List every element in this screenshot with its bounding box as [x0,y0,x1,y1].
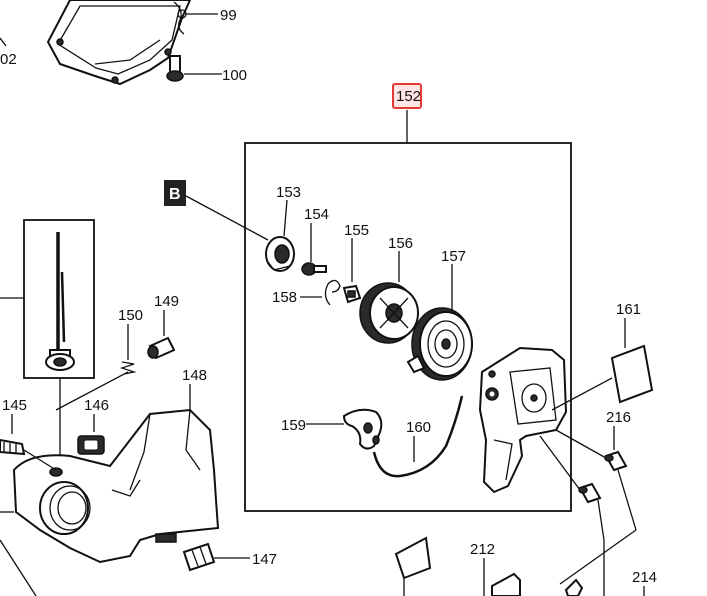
part-clip-158[interactable] [324,279,341,306]
part-fuel-tank-148[interactable] [12,408,220,564]
callout-156[interactable]: 156 [388,235,413,252]
part-bushing-lower[interactable] [578,482,602,504]
part-grommet-146[interactable] [77,435,105,455]
callout-158[interactable]: 158 [272,289,297,306]
leader-145-b [23,449,57,471]
callout-153[interactable]: 153 [276,184,301,201]
callout-159[interactable]: 159 [281,417,306,434]
starter-assembly-frame [244,142,572,512]
leader-tank-bottom [0,539,37,596]
part-fuel-filter-box[interactable] [23,219,95,379]
callout-150[interactable]: 150 [118,307,143,324]
callout-149[interactable]: 149 [154,293,179,310]
callout-146[interactable]: 146 [84,397,109,414]
callout-161[interactable]: 161 [616,301,641,318]
callout-02[interactable]: 02 [0,51,17,68]
leader-b [185,195,269,241]
callout-148[interactable]: 148 [182,367,207,384]
part-recoil-spring-157[interactable] [406,307,473,381]
part-handle-159[interactable] [342,408,383,450]
callout-212[interactable]: 212 [470,541,495,558]
part-gasket-99[interactable] [173,1,185,35]
leader-216-a [555,429,607,459]
part-spring-150[interactable] [119,361,137,375]
part-bushing-216[interactable] [604,450,628,472]
part-plate[interactable] [394,536,432,580]
leader-150-b [55,371,129,411]
part-screw-154[interactable] [301,262,327,276]
leader-161-b [551,377,613,411]
part-spring-155[interactable] [342,284,362,304]
callout-147[interactable]: 147 [252,551,277,568]
part-valve-145[interactable] [0,438,26,456]
leader-216-d [559,529,637,585]
part-grommet-149[interactable] [147,336,176,360]
callout-154[interactable]: 154 [304,206,329,223]
part-clip-214[interactable] [564,578,584,596]
leader-153 [283,199,288,237]
part-filter-161[interactable] [610,344,654,404]
part-screw-100[interactable] [166,55,184,82]
callout-99[interactable]: 99 [220,7,237,24]
part-rope-160[interactable] [372,395,464,478]
callout-152[interactable]: 152 [396,88,421,105]
leader-216-e [597,499,605,541]
part-starter-housing[interactable] [478,346,568,494]
callout-100[interactable]: 100 [222,67,247,84]
callout-160[interactable]: 160 [406,419,431,436]
part-housing-cover[interactable] [46,0,192,86]
part-ratchet-153[interactable] [265,236,295,272]
callout-157[interactable]: 157 [441,248,466,265]
reference-marker-b[interactable]: B [164,180,186,206]
marker-b-label: B [169,186,181,203]
leader-216-c [617,469,637,531]
callout-152-highlight [392,83,422,109]
callout-145[interactable]: 145 [2,397,27,414]
callout-155[interactable]: 155 [344,222,369,239]
leader-216-b [539,435,581,491]
callout-216[interactable]: 216 [606,409,631,426]
leader-02 [0,37,7,47]
part-pulley-156[interactable] [359,282,419,344]
part-cap-147[interactable] [182,542,216,572]
callout-214[interactable]: 214 [632,569,657,586]
part-bracket-212[interactable] [491,572,521,596]
